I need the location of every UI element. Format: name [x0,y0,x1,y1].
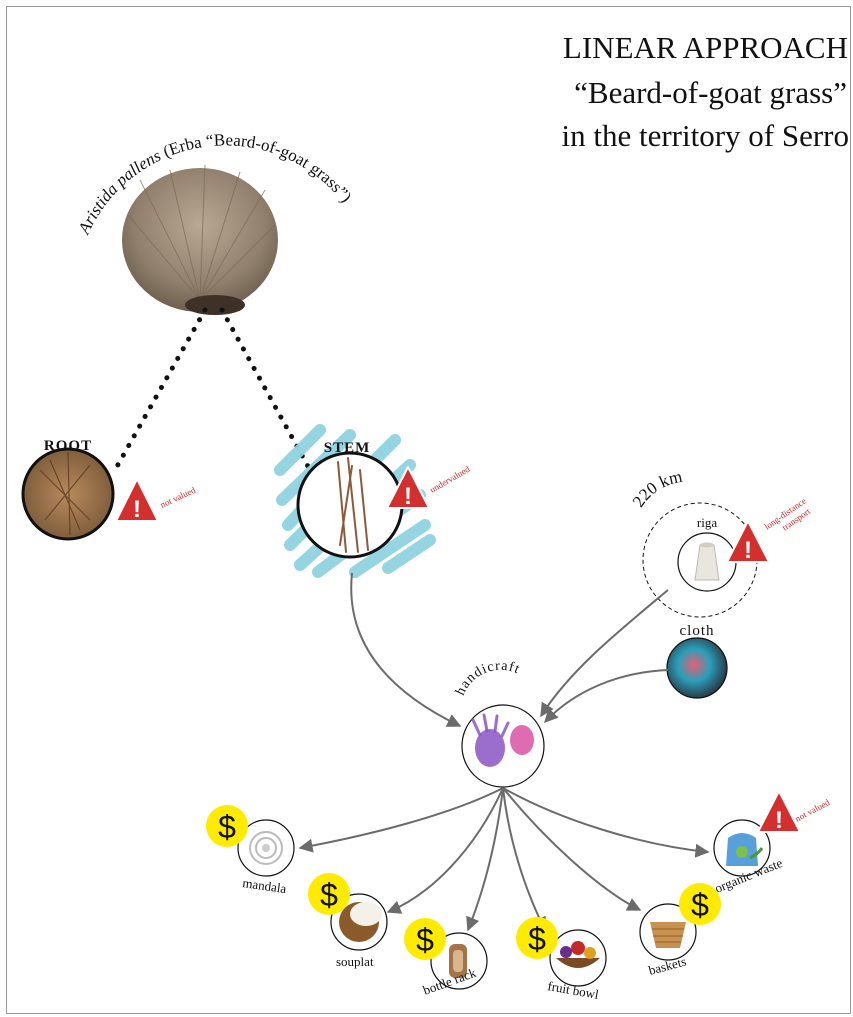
baskets-label: baskets [647,954,688,978]
svg-text:$: $ [320,877,338,913]
root-label: ROOT [44,438,92,454]
fruit-bowl-node [549,929,607,987]
mandala-label: mandala [242,875,288,896]
svg-text:$: $ [691,887,709,923]
grass-tuft-illustration [122,164,278,315]
svg-text:!: ! [775,807,783,834]
cloth-label: cloth [680,623,715,639]
souplat-money-icon: $ [308,873,350,915]
baskets-node [639,903,697,961]
diagram-frame [6,6,851,1014]
svg-text:$: $ [416,922,434,958]
baskets-money-icon: $ [679,883,721,925]
stem-label: STEM [324,440,371,456]
stem-warning-icon: ! [386,466,430,510]
cloth-node [666,637,728,699]
riga-distance-label: 220 km [629,467,684,511]
souplat-label: souplat [336,954,374,969]
svg-text:!: ! [133,496,141,523]
title-line-3: in the territory of Serro [561,118,849,153]
riga-node [677,532,737,592]
svg-text:!: ! [404,483,412,510]
input-arrows [350,572,669,727]
souplat-node [330,893,388,951]
organic-waste-warning-text: not valued [793,797,831,824]
riga-warning-icon: ! [726,520,770,564]
mandala-node [237,819,295,877]
svg-text:!: ! [744,537,752,564]
stem-connector [219,307,313,473]
svg-text:$: $ [528,921,546,957]
title-line-1: LINEAR APPROACH [562,30,848,65]
svg-text:$: $ [218,809,236,845]
riga-label: riga [697,515,717,530]
riga-warning-text: long-distancetransport [762,496,814,541]
mandala-money-icon: $ [206,805,248,847]
fruit-bowl-money-icon: $ [516,917,558,959]
species-common-prefix: (Erba [156,132,207,163]
organic-waste-warning-icon: ! [757,790,801,834]
title-line-2: “Beard-of-goat grass” [574,75,847,110]
bottle-rack-node [430,932,488,990]
handicraft-node [461,704,545,788]
root-warning-text: not valued [159,485,198,510]
root-node [21,447,115,541]
root-warning-icon: ! [115,478,159,523]
root-connector [112,307,208,473]
bottle-rack-money-icon: $ [404,918,446,960]
organic-waste-node [713,819,771,877]
stem-node [296,451,404,559]
handicraft-label: handicraft [453,659,522,698]
stem-warning-text: undervalued [428,464,472,495]
